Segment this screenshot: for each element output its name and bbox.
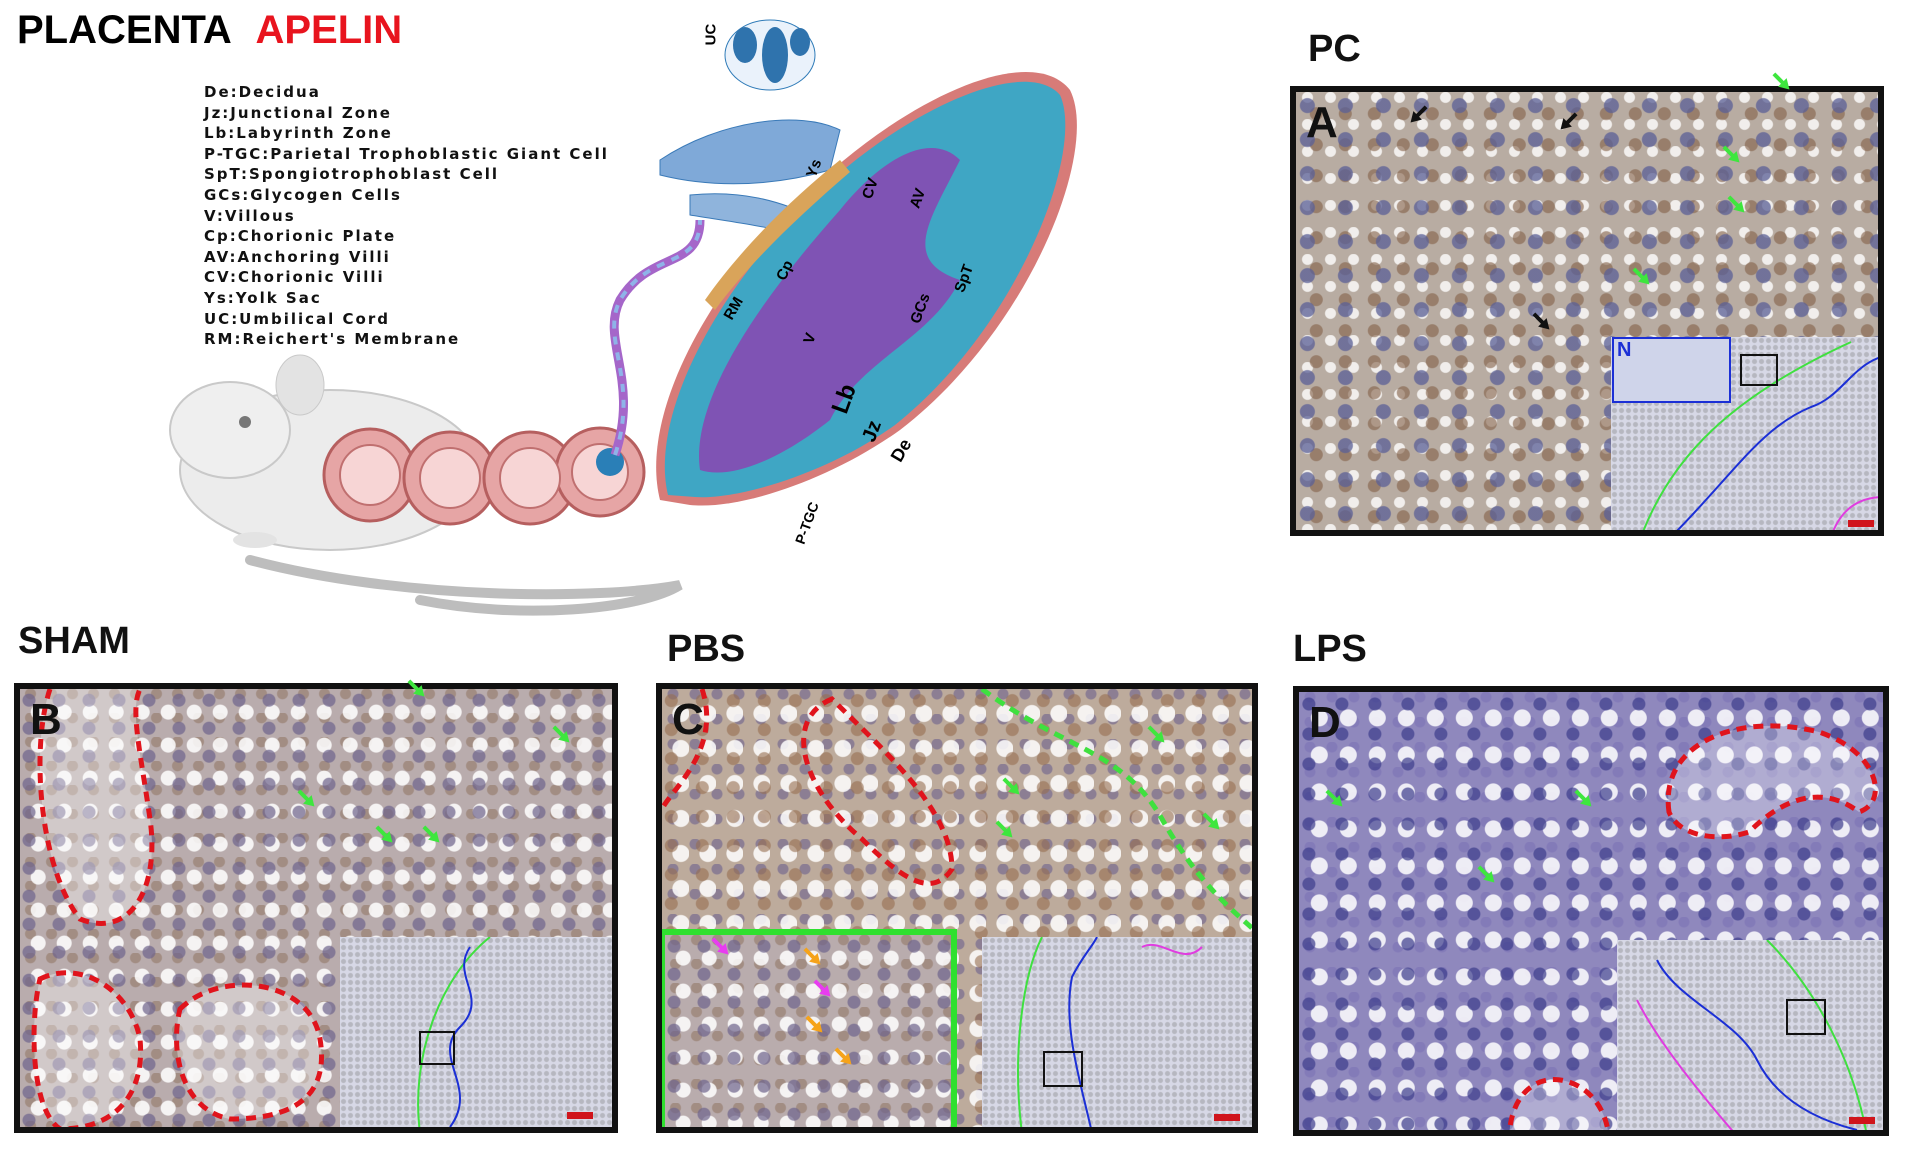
panel-label-d: D — [1309, 698, 1341, 747]
region-outlines — [31, 689, 324, 1127]
legend-item: Cp:Chorionic Plate — [204, 227, 397, 246]
micrograph-panel-c: C — [656, 683, 1258, 1133]
title-apelin: APELIN — [255, 8, 403, 52]
group-heading-sham: SHAM — [18, 620, 130, 662]
legend-item: P-TGC:Parietal Trophoblastic Giant Cell — [204, 144, 609, 163]
legend-item: AV:Anchoring Villi — [204, 247, 391, 266]
label-uc: UC — [702, 23, 720, 46]
scale-bar — [1214, 1114, 1240, 1121]
panel-label-a: A — [1306, 98, 1338, 147]
low-magnification-inset — [340, 937, 612, 1127]
low-magnification-inset — [1617, 940, 1883, 1130]
placenta-section — [656, 72, 1077, 506]
high-magnification-inset — [662, 929, 957, 1127]
group-heading-pc: PC — [1308, 28, 1361, 70]
panel-label-b: B — [30, 695, 62, 744]
scale-bar — [1848, 520, 1874, 527]
legend-item: De:Decidua — [204, 83, 321, 101]
normal-reference-inset: N — [1612, 337, 1731, 403]
legend-item: UC:Umbilical Cord — [204, 309, 390, 328]
placenta-mouse-illustration — [169, 19, 1077, 616]
legend-item: Lb:Labyrinth Zone — [204, 124, 393, 143]
micrograph-panel-b: B — [14, 683, 618, 1133]
panel-label-c: C — [672, 695, 704, 744]
scale-bar — [567, 1112, 593, 1119]
inset-label-n: N — [1617, 339, 1632, 361]
region-outlines — [662, 689, 1252, 932]
legend-item: GCs:Glycogen Cells — [204, 185, 402, 204]
region-outlines — [1507, 723, 1878, 1130]
title-placenta: PLACENTA — [17, 8, 231, 52]
micrograph-panel-d: D — [1293, 686, 1889, 1136]
legend-item: SpT:Spongiotrophoblast Cell — [204, 165, 500, 184]
group-heading-pbs: PBS — [667, 628, 746, 670]
legend-item: Jz:Junctional Zone — [204, 103, 392, 122]
legend-item: Ys:Yolk Sac — [204, 288, 322, 307]
group-heading-lps: LPS — [1293, 628, 1367, 670]
legend-item: RM:Reichert's Membrane — [204, 330, 461, 349]
legend-item: CV:Chorionic Villi — [204, 268, 385, 287]
abbreviation-legend: De:Decidua Jz:Junctional Zone Lb:Labyrin… — [204, 82, 609, 350]
figure-title: PLACENTA APELIN — [17, 8, 402, 53]
low-magnification-inset — [982, 937, 1252, 1127]
micrograph-panel-a: A N — [1290, 86, 1884, 536]
mouse-illustration — [169, 354, 683, 616]
scale-bar — [1849, 1117, 1875, 1124]
legend-item: V:Villous — [204, 206, 296, 225]
